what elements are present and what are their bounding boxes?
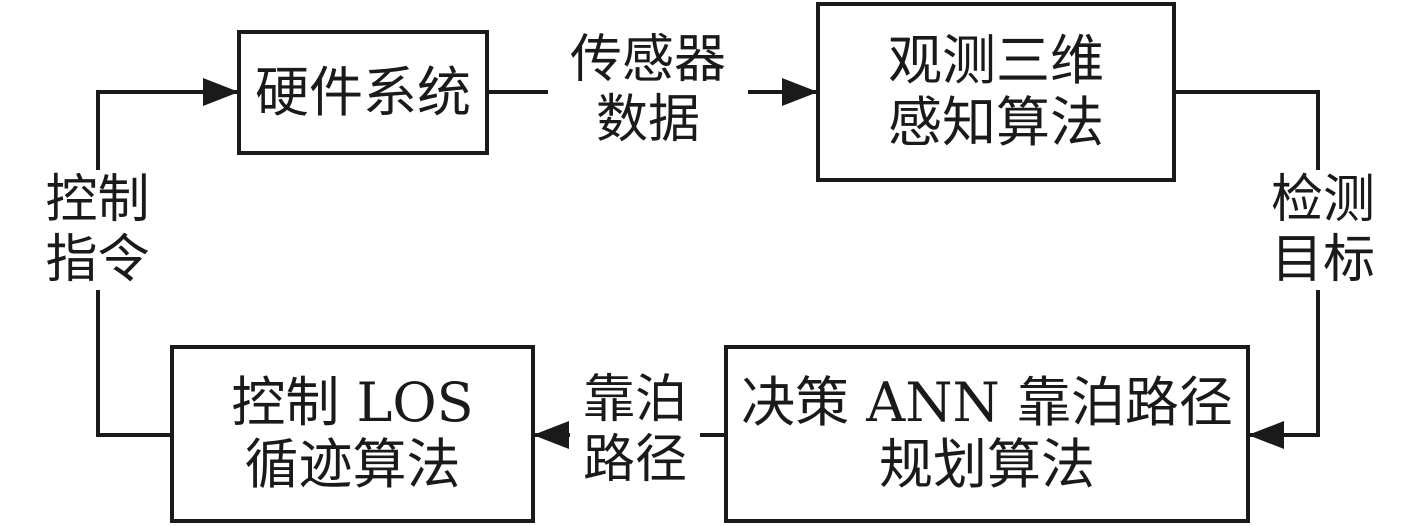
node-control-label-line1: 控制 LOS	[231, 371, 474, 434]
node-perception-algorithm: 观测三维 感知算法	[816, 2, 1176, 182]
node-perception-label-line1: 观测三维	[888, 29, 1104, 92]
edge-label-berthing-path: 靠泊 路径	[570, 370, 700, 490]
edge-label-berthing-path-line1: 靠泊	[582, 370, 687, 430]
edge-label-control-command-line1: 控制	[45, 170, 150, 230]
arrowhead-hardware-to-perception	[782, 78, 818, 106]
edge-label-detected-target: 检测 目标	[1258, 170, 1388, 290]
arrowhead-planning-to-control	[533, 421, 569, 449]
node-perception-label-line2: 感知算法	[888, 91, 1104, 154]
node-path-planning-algorithm: 决策 ANN 靠泊路径 规划算法	[724, 345, 1250, 523]
edge-label-control-command: 控制 指令	[30, 170, 165, 290]
edge-label-control-command-line2: 指令	[45, 230, 150, 290]
edge-label-sensor-data: 传感器 数据	[548, 30, 748, 150]
edge-label-detected-target-line2: 目标	[1270, 230, 1375, 290]
node-planning-label-line1: 决策 ANN 靠泊路径	[741, 371, 1233, 434]
node-hardware-system: 硬件系统	[237, 30, 489, 155]
node-control-label-line2: 循迹算法	[244, 433, 461, 496]
node-los-tracking-algorithm: 控制 LOS 循迹算法	[170, 345, 535, 523]
edge-label-sensor-data-line1: 传感器	[569, 30, 726, 90]
edge-label-sensor-data-line2: 数据	[595, 90, 700, 150]
arrowhead-perception-to-planning	[1248, 421, 1284, 449]
node-hardware-system-label: 硬件系统	[255, 60, 471, 124]
edge-label-berthing-path-line2: 路径	[582, 430, 687, 490]
edge-label-detected-target-line1: 检测	[1270, 170, 1375, 230]
node-planning-label-line2: 规划算法	[879, 433, 1095, 496]
arrowhead-control-to-hardware	[203, 78, 239, 106]
